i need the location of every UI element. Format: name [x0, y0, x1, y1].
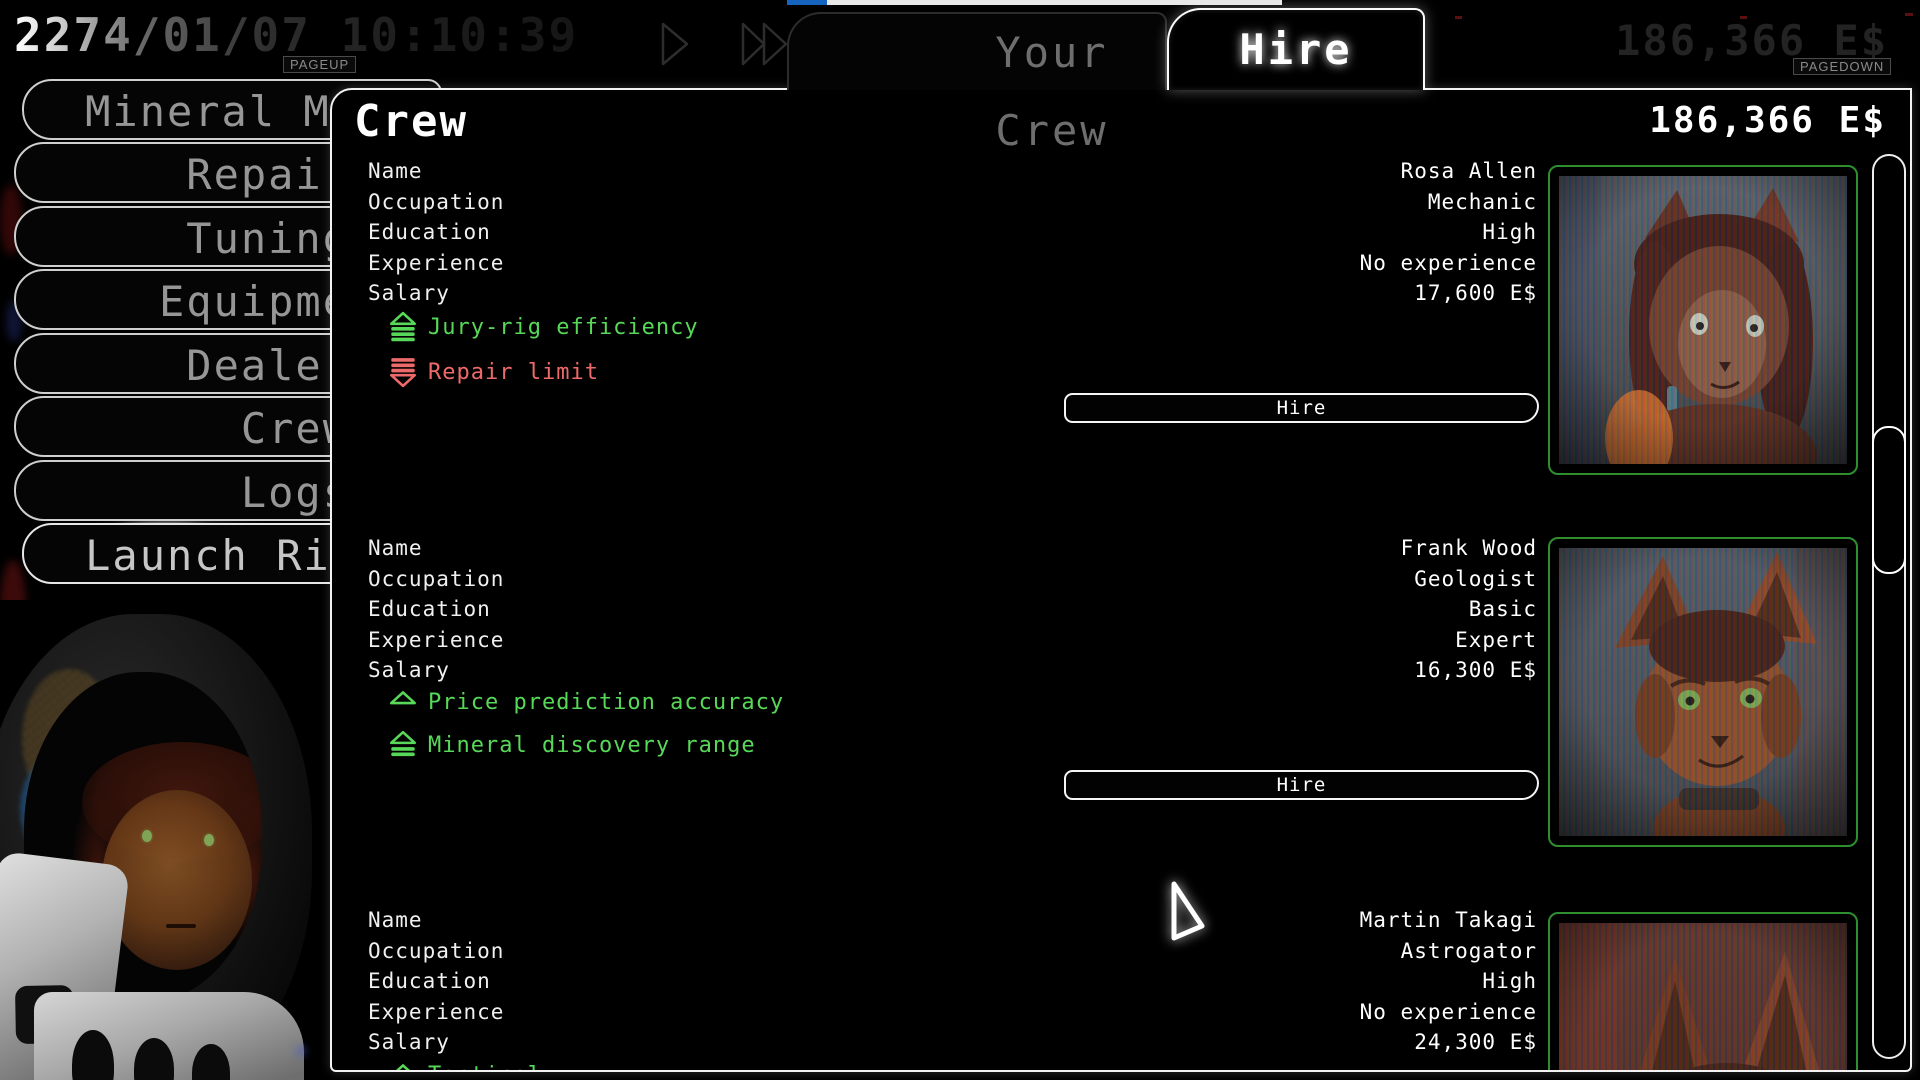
sidebar-item-label: Tuning: [186, 214, 350, 263]
field-label-occupation: Occupation: [368, 189, 505, 214]
avatar-eye: [142, 830, 152, 842]
pageup-key-hint: PAGEUP: [283, 56, 357, 73]
red-speck: [1905, 13, 1913, 16]
crew-education: High: [1482, 969, 1537, 993]
crew-portrait-frank-wood: [1548, 537, 1858, 847]
tab-hire[interactable]: Hire: [1167, 8, 1425, 90]
field-values: Rosa Allen Mechanic High No experience 1…: [1360, 156, 1537, 309]
field-label-name: Name: [368, 908, 423, 932]
sidebar-item-label: Launch Rin: [85, 531, 358, 580]
hire-button-label: Hire: [1276, 774, 1327, 796]
hire-button-label: Hire: [1276, 397, 1327, 419]
field-label-experience: Experience: [368, 999, 505, 1024]
crew-salary: 16,300 E$: [1414, 658, 1537, 682]
avatar-mouth: [166, 924, 196, 928]
crew-salary: 17,600 E$: [1414, 281, 1537, 305]
crew-education: High: [1482, 220, 1537, 244]
hire-button[interactable]: Hire: [1064, 393, 1539, 423]
trait-label: Jury-rig efficiency: [428, 314, 699, 340]
field-labels: Name Occupation Education Experience Sal…: [368, 905, 504, 1058]
crew-portrait-martin-takagi: [1548, 912, 1858, 1070]
field-labels: Name Occupation Education Experience Sal…: [368, 533, 504, 686]
tab-your-crew[interactable]: Your Crew: [787, 12, 1167, 155]
field-label-education: Education: [368, 597, 491, 621]
chest-cutout: [134, 1038, 174, 1080]
credits-topbar: 186,366 E$: [1615, 16, 1888, 65]
field-label-occupation: Occupation: [368, 566, 505, 591]
chest-cutout: [192, 1044, 230, 1080]
field-label-experience: Experience: [368, 627, 505, 652]
crew-name: Martin Takagi: [1359, 908, 1537, 932]
trait-row: Tactical: [388, 1058, 542, 1071]
trait-label: Tactical: [428, 1063, 542, 1071]
trait-row: Mineral discovery range: [388, 728, 756, 762]
play-icon[interactable]: [660, 22, 690, 66]
mouse-cursor: [1171, 881, 1205, 941]
avatar-eye: [204, 834, 214, 846]
field-label-occupation: Occupation: [368, 938, 505, 963]
chevron-up-icon: [396, 1064, 410, 1070]
crew-experience: No experience: [1359, 999, 1537, 1024]
sidebar-item-label: Equipme: [158, 277, 350, 326]
field-label-name: Name: [368, 536, 423, 560]
field-label-name: Name: [368, 159, 423, 183]
chest-cutout: [72, 1030, 114, 1080]
crew-panel: Crew 186,366 E$ Name Occupation Educatio…: [330, 88, 1912, 1072]
field-label-experience: Experience: [368, 250, 505, 275]
sidebar-item-label: Mineral Ma: [85, 87, 358, 136]
game-datetime: 2274/01/07 10:10:39: [14, 8, 579, 62]
field-values: Frank Wood Geologist Basic Expert 16,300…: [1401, 533, 1537, 686]
pagedown-key-hint: PAGEDOWN: [1793, 58, 1892, 75]
suit-chest: [34, 992, 304, 1080]
chevron-up-icon: [389, 691, 417, 705]
top-strip-blue: [787, 0, 827, 5]
scrollbar-thumb[interactable]: [1872, 426, 1906, 574]
trait-label: Price prediction accuracy: [428, 689, 785, 715]
tab-your-crew-label: Your Crew: [995, 28, 1109, 155]
crew-name: Frank Wood: [1400, 536, 1537, 560]
player-avatar: [0, 600, 332, 1080]
sidebar-item-label: Dealer: [186, 341, 350, 390]
crew-salary: 24,300 E$: [1414, 1030, 1537, 1054]
triple-chevron-down-icon: [389, 358, 417, 388]
trait-row: Repair limit: [388, 355, 599, 389]
hire-button[interactable]: Hire: [1064, 770, 1539, 800]
credits-panel: 186,366 E$: [1649, 100, 1886, 141]
field-labels: Name Occupation Education Experience Sal…: [368, 156, 504, 309]
panel-title: Crew: [354, 96, 468, 147]
top-strip-white: [827, 0, 1282, 5]
trait-label: Mineral discovery range: [428, 732, 756, 758]
crew-name: Rosa Allen: [1400, 159, 1537, 183]
crew-education: Basic: [1468, 597, 1537, 621]
red-speck: [1740, 16, 1747, 19]
field-label-education: Education: [368, 969, 491, 993]
crew-occupation: Astrogator: [1400, 938, 1537, 963]
crew-occupation: Geologist: [1414, 566, 1537, 591]
red-speck: [1455, 16, 1462, 19]
fast-forward-icon[interactable]: [740, 22, 790, 66]
crew-portrait-rosa-allen: [1548, 165, 1858, 475]
trait-row: Jury-rig efficiency: [388, 310, 699, 344]
triple-chevron-up-icon: [389, 311, 417, 342]
sidebar-item-label: Repair: [186, 150, 350, 199]
crew-occupation: Mechanic: [1427, 189, 1537, 214]
field-label-salary: Salary: [368, 1030, 450, 1054]
crew-experience: No experience: [1359, 250, 1537, 275]
blue-speck: [296, 1046, 306, 1056]
scrollbar-track[interactable]: [1872, 154, 1906, 1059]
field-label-education: Education: [368, 220, 491, 244]
field-label-salary: Salary: [368, 658, 450, 682]
trait-row: Price prediction accuracy: [388, 685, 784, 719]
tab-hire-label: Hire: [1239, 25, 1353, 74]
field-label-salary: Salary: [368, 281, 450, 305]
trait-label: Repair limit: [428, 359, 599, 385]
double-chevron-up-icon: [389, 730, 417, 757]
crew-experience: Expert: [1455, 627, 1537, 652]
field-values: Martin Takagi Astrogator High No experie…: [1360, 905, 1537, 1058]
